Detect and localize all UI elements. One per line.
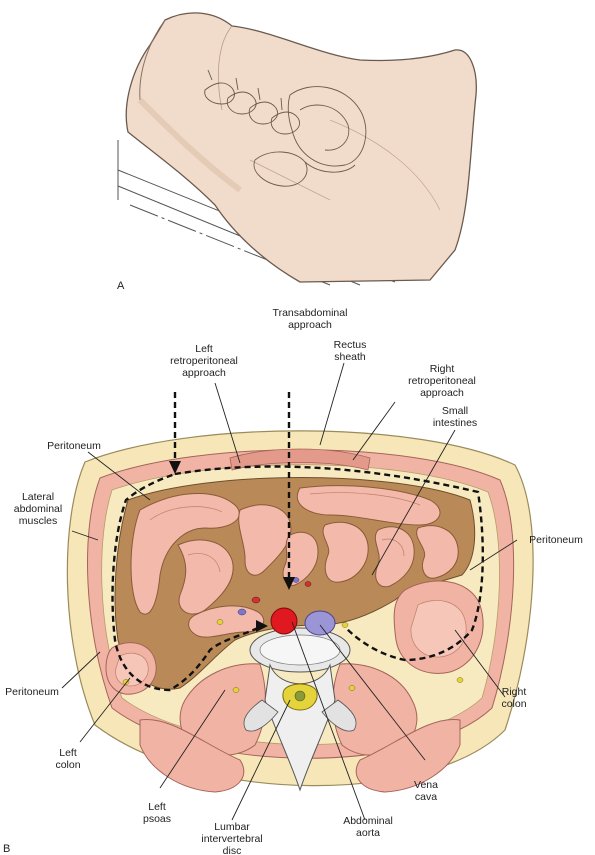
svg-text:cava: cava — [415, 791, 437, 803]
svg-text:psoas: psoas — [143, 813, 171, 825]
svg-text:aorta: aorta — [356, 827, 380, 839]
svg-text:approach: approach — [288, 319, 332, 331]
svg-text:Peritoneum: Peritoneum — [47, 440, 101, 452]
leader-lines — [61, 362, 518, 821]
abdominal-aorta — [270, 607, 298, 635]
label-abdominal-aorta: Abdominal aorta — [343, 815, 393, 839]
svg-text:Left: Left — [148, 801, 166, 813]
intestine-detail-lines — [149, 492, 421, 573]
svg-text:sheath: sheath — [334, 351, 366, 363]
approach-paths — [111, 392, 484, 692]
label-left-retroperitoneal-approach: Left retroperitoneal approach — [170, 343, 238, 379]
small-vessels — [122, 577, 464, 693]
label-peritoneum-left: Peritoneum — [5, 686, 59, 698]
svg-text:Transabdominal: Transabdominal — [273, 307, 348, 319]
svg-text:abdominal: abdominal — [14, 503, 62, 515]
svg-text:Left: Left — [59, 747, 77, 759]
svg-text:Small: Small — [442, 405, 468, 417]
panel-a-illustration — [117, 12, 477, 286]
spine-sketch — [204, 69, 300, 135]
svg-text:retroperitoneal: retroperitoneal — [170, 355, 238, 367]
label-peritoneum-top-left: Peritoneum — [47, 440, 101, 452]
label-left-colon: Left colon — [55, 747, 80, 771]
label-lumbar-intervertebral-disc: Lumbar intervertebral disc — [201, 821, 262, 855]
svg-text:disc: disc — [223, 845, 242, 855]
svg-text:Abdominal: Abdominal — [343, 815, 393, 827]
svg-text:retroperitoneal: retroperitoneal — [408, 375, 476, 387]
pelvis-sketch — [253, 86, 367, 187]
panel-b-label: B — [3, 843, 10, 855]
svg-text:Rectus: Rectus — [334, 339, 367, 351]
svg-text:Lateral: Lateral — [22, 491, 54, 503]
right-colon — [393, 580, 484, 674]
svg-text:muscles: muscles — [19, 515, 58, 527]
patient-body — [125, 12, 477, 283]
arrowheads — [169, 461, 295, 632]
svg-text:colon: colon — [55, 759, 80, 771]
label-peritoneum-right: Peritoneum — [529, 534, 583, 546]
label-right-colon: Right colon — [501, 686, 526, 710]
panel-a-label: A — [117, 280, 125, 292]
svg-text:Right: Right — [502, 686, 527, 698]
retroperitoneal-dashed-route — [111, 465, 484, 692]
svg-text:Right: Right — [430, 363, 455, 375]
label-small-intestines: Small intestines — [433, 405, 477, 429]
small-intestine-loops — [130, 485, 459, 638]
label-transabdominal-approach: Transabdominal approach — [273, 307, 348, 331]
svg-text:approach: approach — [182, 367, 226, 379]
panel-b-cross-section — [61, 362, 534, 821]
svg-text:colon: colon — [501, 698, 526, 710]
svg-text:Vena: Vena — [414, 779, 438, 791]
svg-text:Peritoneum: Peritoneum — [5, 686, 59, 698]
label-lateral-abdominal-muscles: Lateral abdominal muscles — [14, 491, 62, 527]
label-vena-cava: Vena cava — [414, 779, 438, 803]
svg-text:intervertebral: intervertebral — [201, 833, 262, 845]
back-muscles — [139, 663, 461, 793]
label-right-retroperitoneal-approach: Right retroperitoneal approach — [408, 363, 476, 399]
svg-text:approach: approach — [420, 387, 464, 399]
svg-text:intestines: intestines — [433, 417, 477, 429]
svg-text:Peritoneum: Peritoneum — [529, 534, 583, 546]
label-left-psoas: Left psoas — [143, 801, 171, 825]
lumbar-vertebra — [243, 627, 357, 792]
rectus-sheath — [229, 448, 371, 471]
vena-cava — [304, 610, 336, 636]
svg-text:Left: Left — [195, 343, 213, 355]
svg-text:Lumbar: Lumbar — [214, 821, 250, 833]
label-rectus-sheath: Rectus sheath — [334, 339, 367, 363]
